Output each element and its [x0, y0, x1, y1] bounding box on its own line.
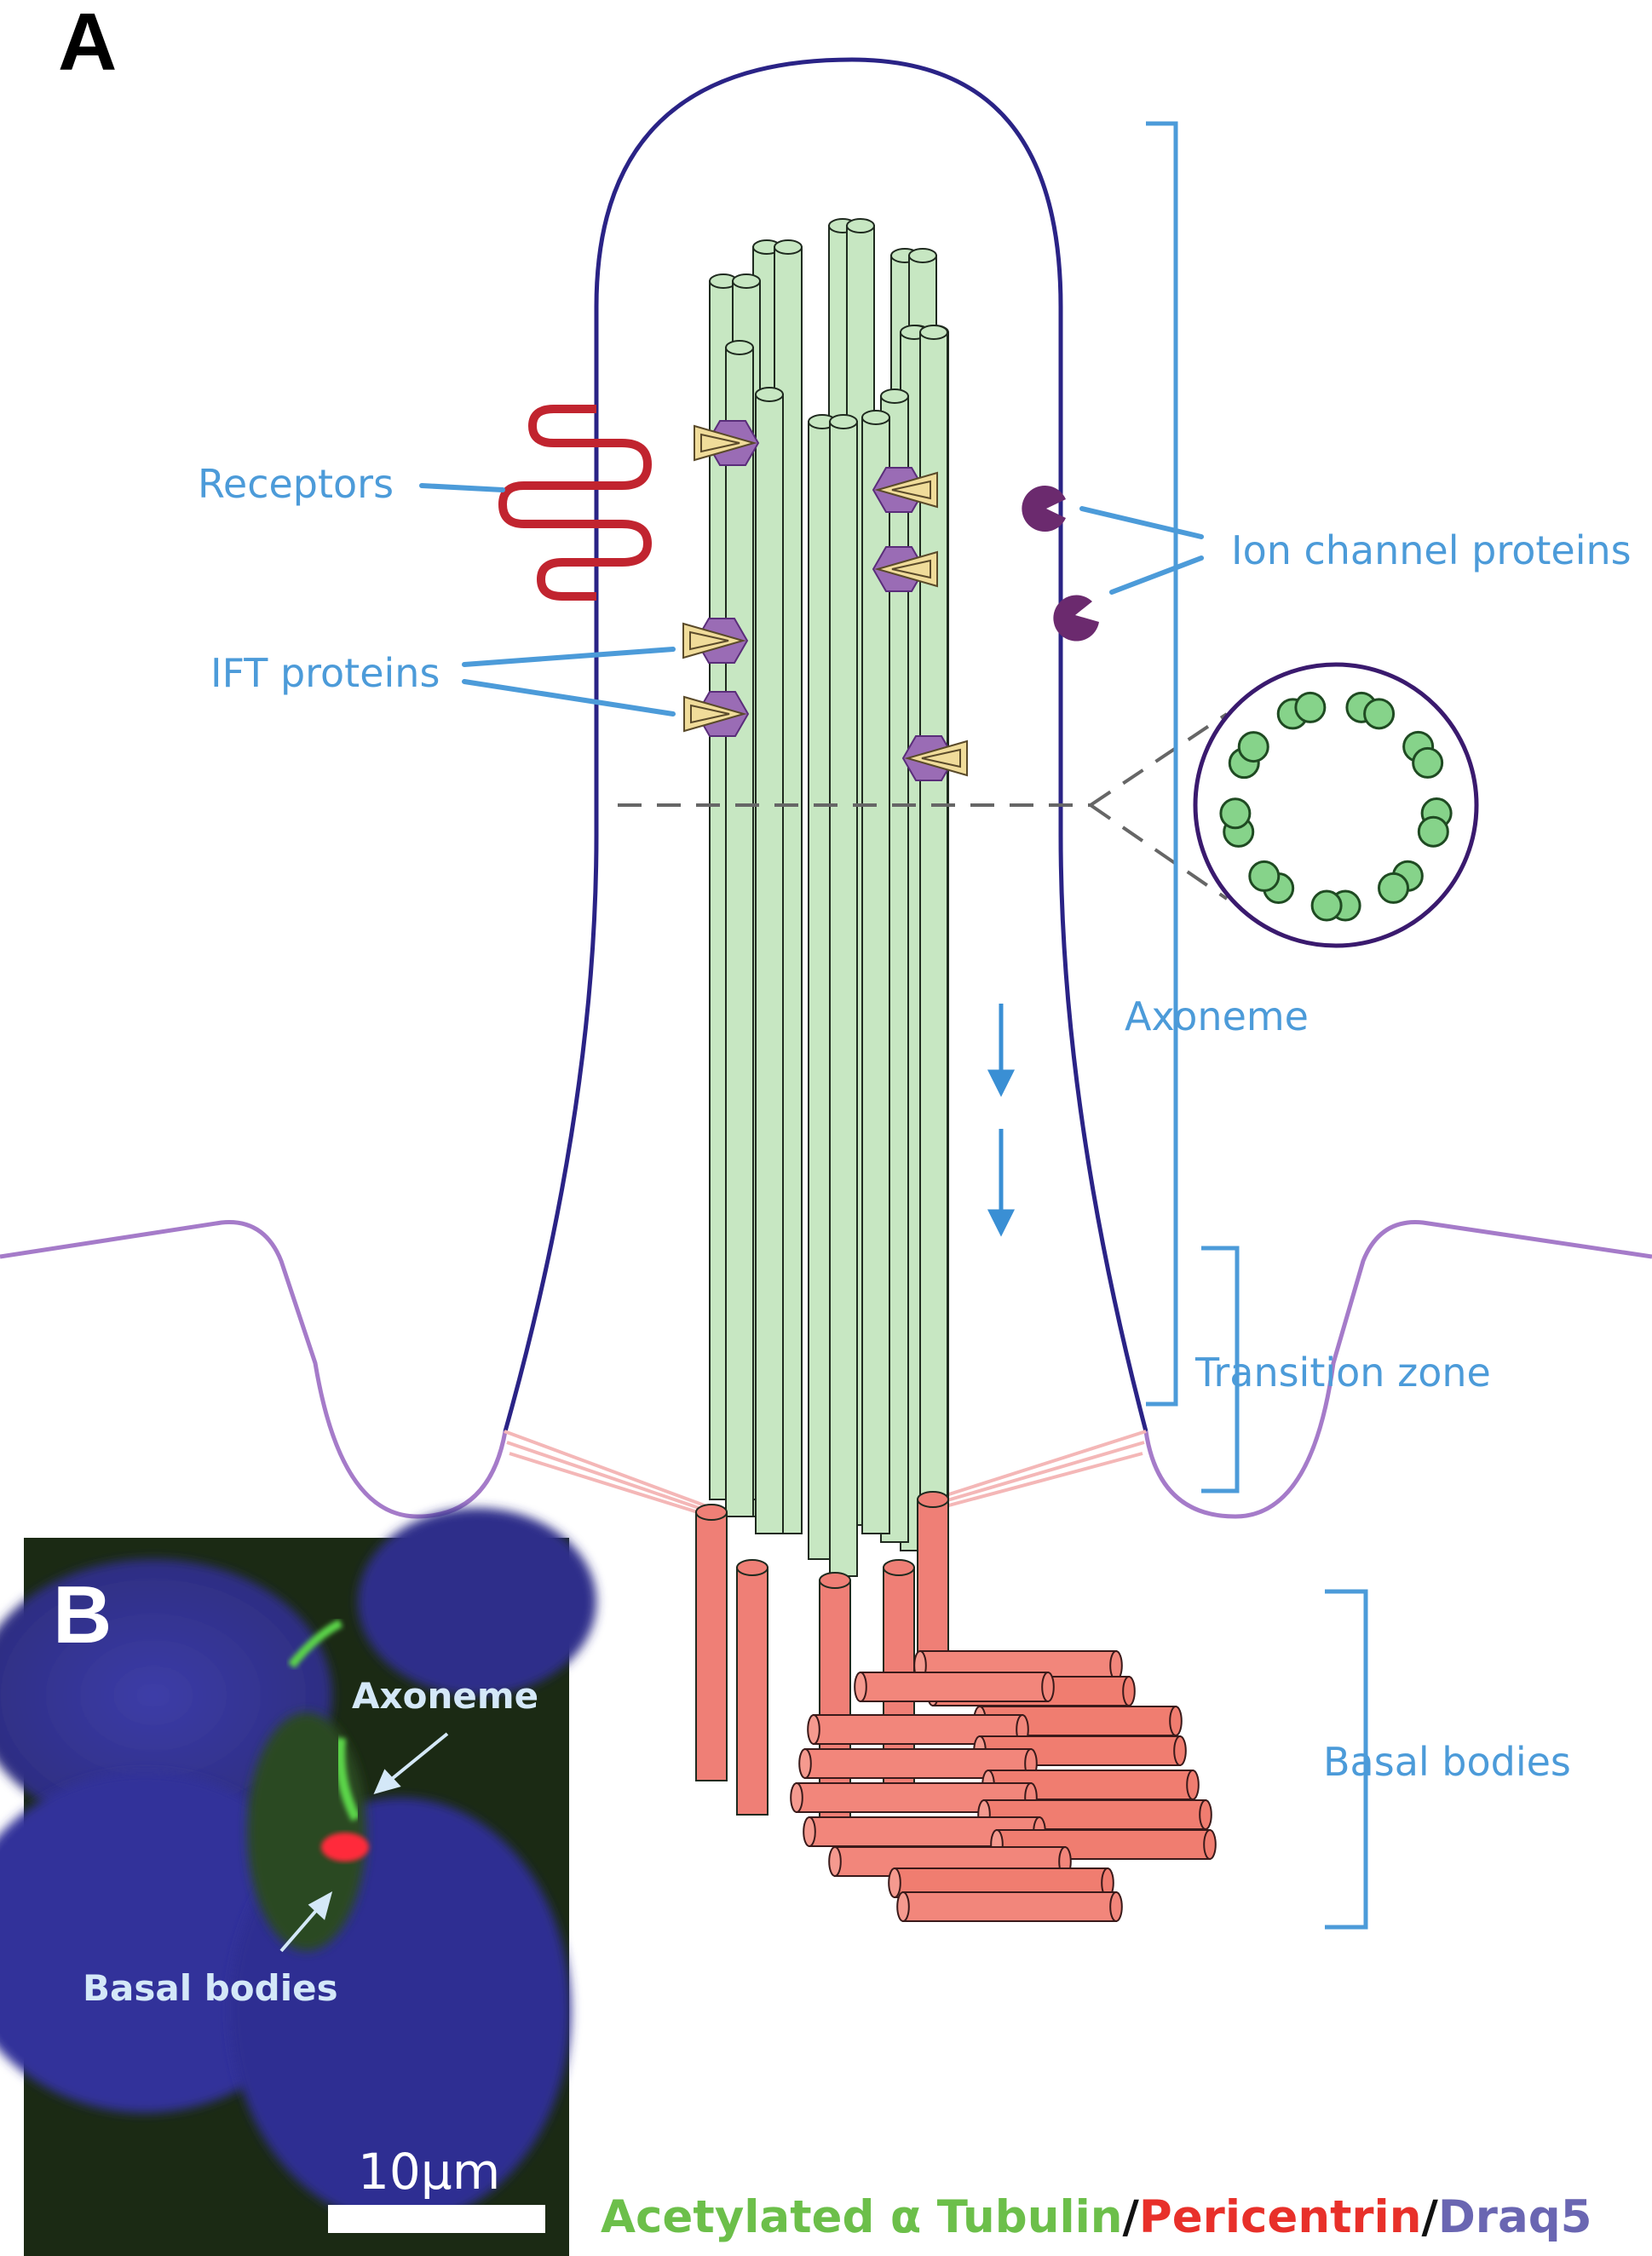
ift-proteins-label: IFT proteins [210, 650, 440, 696]
bracket-lines [1146, 121, 1368, 1930]
basal-body-tube [695, 1504, 728, 1781]
microtubule-doublet [1402, 730, 1444, 779]
axoneme-cross-section [1193, 662, 1479, 948]
receptors-label: Receptors [198, 461, 394, 507]
ift-protein-icon [694, 420, 760, 466]
microtubule-doublet [1417, 797, 1453, 848]
basal-body-tube [854, 1672, 1055, 1702]
basal-body-tube [807, 1714, 1029, 1745]
basal-body-tube [896, 1891, 1123, 1922]
microtubule [755, 387, 784, 1534]
microtubule [919, 325, 948, 1560]
ift-protein-icon [901, 735, 968, 781]
scale-bar-label: 10μm [358, 2143, 501, 2201]
stain-legend: Acetylated α Tubulin/Pericentrin/Draq5 [601, 2195, 1592, 2240]
ciliary-membrane [503, 57, 1148, 1432]
plasma-membrane [0, 1220, 1652, 1519]
microtubule [861, 410, 890, 1534]
stain-pericentrin: Pericentrin [1138, 2191, 1422, 2243]
ift-protein-icons [682, 420, 968, 781]
stain-separator: / [1421, 2191, 1438, 2243]
micrograph-basal-bodies-label: Basal bodies [83, 1967, 338, 2009]
cross-section-indicator [618, 712, 1229, 901]
ift-protein-icon [683, 691, 750, 737]
ion-channel-icon [1022, 486, 1099, 642]
microtubule-doublet [1276, 691, 1327, 730]
micrograph [0, 1508, 596, 2256]
ift-protein-icon [872, 546, 938, 592]
transition-fibers [504, 1430, 1147, 1518]
microtubule-doublets [1219, 691, 1453, 922]
basal-body-horizontal [790, 1650, 1217, 1922]
receptor-icon [498, 405, 652, 601]
basal-body-tube [798, 1748, 1038, 1779]
panel-a-letter: A [58, 0, 118, 88]
microtubule-doublet [1378, 860, 1424, 904]
ift-protein-icon [872, 467, 938, 513]
microtubule [725, 340, 754, 1517]
stain-draq5: Draq5 [1437, 2191, 1592, 2243]
retrograde-arrows [987, 1004, 1016, 1237]
basal-body-tube [736, 1559, 768, 1816]
stain-tubulin: Acetylated α Tubulin [601, 2191, 1123, 2243]
ift-protein-icon [682, 618, 749, 664]
microtubule-doublet [1248, 860, 1295, 905]
microtubule-doublet [1310, 889, 1361, 922]
micrograph-axoneme-label: Axoneme [352, 1675, 539, 1717]
microtubule [829, 414, 858, 1577]
microtubule-doublet [1228, 731, 1269, 780]
microtubule-doublet [1219, 797, 1255, 848]
ion-channel-proteins-label: Ion channel proteins [1231, 527, 1632, 573]
basal-bodies-label: Basal bodies [1323, 1739, 1571, 1785]
microtubule-doublet [1345, 691, 1396, 730]
label-connectors [419, 483, 1204, 717]
axoneme-label: Axoneme [1125, 993, 1309, 1039]
stain-separator: / [1122, 2191, 1139, 2243]
panel-b-letter: B [53, 1569, 112, 1660]
transition-zone-label: Transition zone [1195, 1350, 1491, 1396]
